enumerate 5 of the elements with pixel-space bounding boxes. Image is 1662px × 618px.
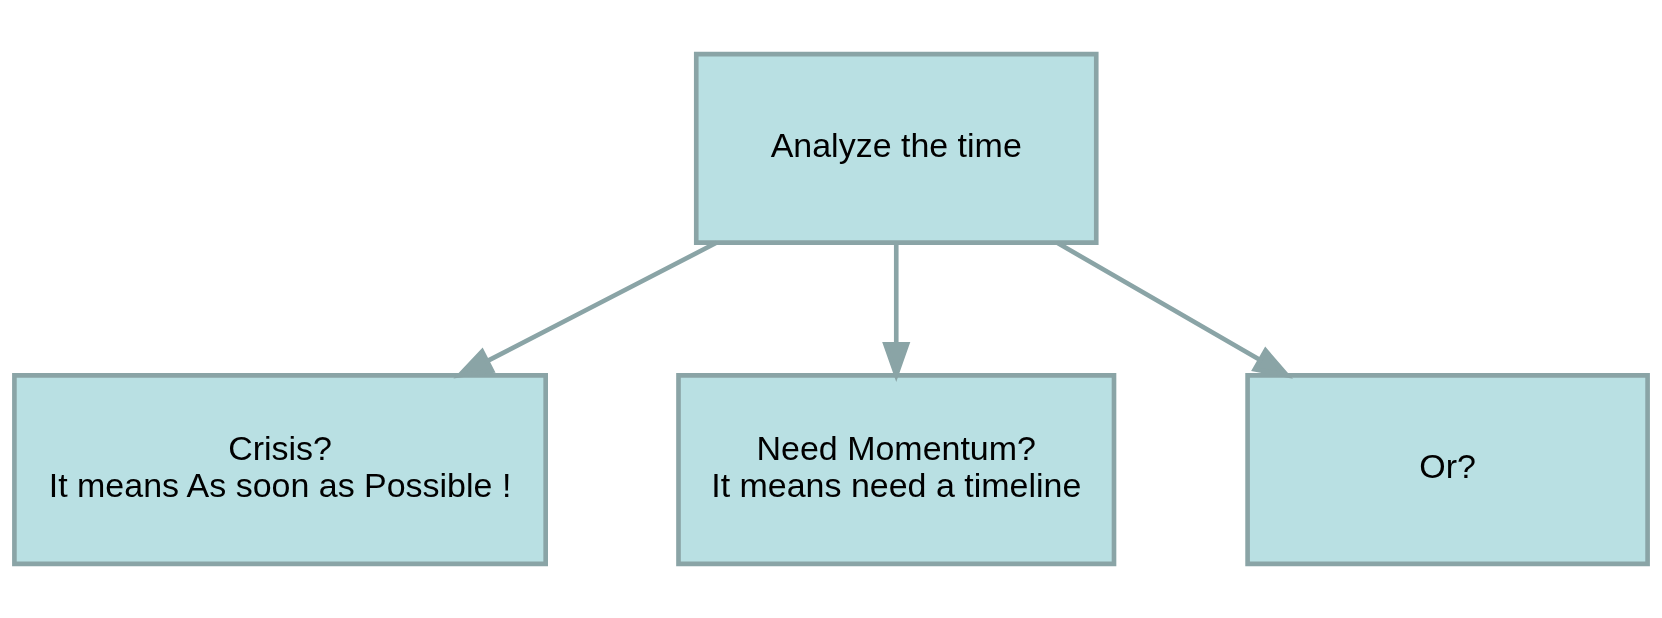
node-box: Analyze the time xyxy=(693,51,1099,245)
node-box: Crisis? It means As soon as Possible ! xyxy=(12,373,548,567)
arrow xyxy=(882,242,911,383)
node-box: Or? xyxy=(1245,373,1650,567)
node-box: Need Momentum? It means need a timeline xyxy=(676,373,1117,567)
